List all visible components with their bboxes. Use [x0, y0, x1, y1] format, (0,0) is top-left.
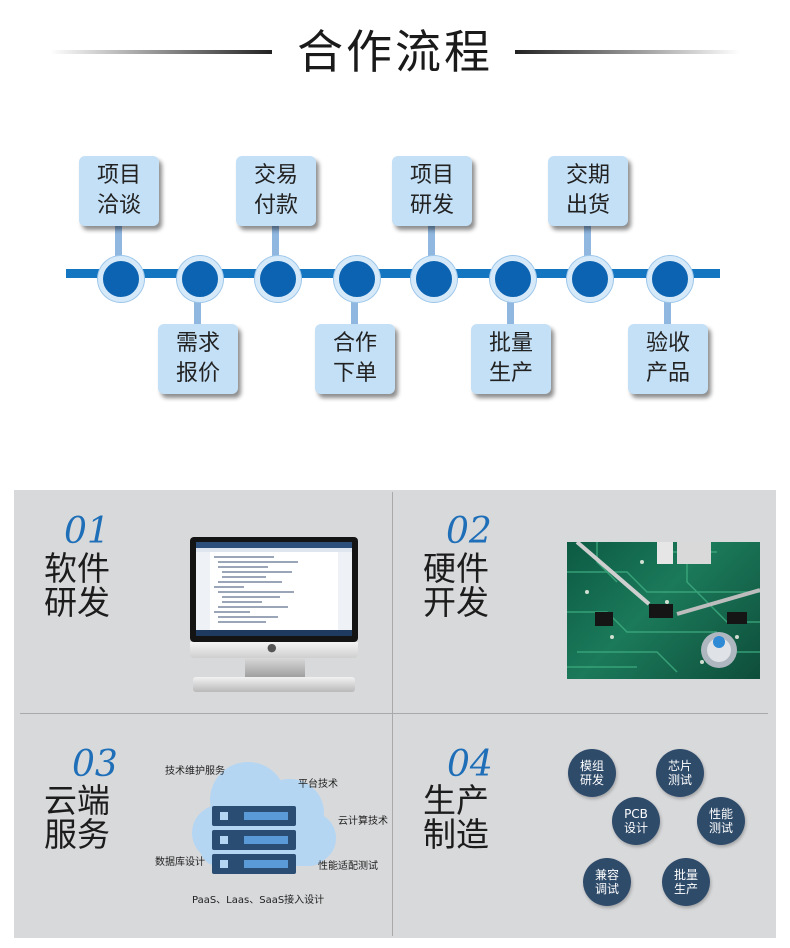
timeline-stem — [507, 290, 514, 328]
section-title-line1: 生产 — [423, 781, 489, 820]
timeline-node — [411, 256, 457, 302]
step-label-line2: 洽谈 — [96, 193, 141, 218]
step-label-line2: 下单 — [332, 361, 377, 386]
timeline-bar — [66, 269, 720, 278]
step-label-line1: 项目 — [409, 163, 454, 188]
cloud-label: 技术维护服务 — [165, 766, 225, 777]
monitor-stand — [245, 658, 305, 678]
bubble-line2: 设计 — [623, 821, 648, 835]
section-number: 03 — [72, 744, 118, 785]
circuit-board-photo — [567, 542, 760, 679]
step-label-line1: 验收 — [645, 331, 690, 356]
section-title-line1: 云端 — [44, 781, 110, 820]
page-title: 合作流程 — [297, 25, 493, 79]
section-title-software: 软件 研发 — [44, 552, 124, 620]
cloud-server-icon — [192, 762, 336, 874]
step-label-line1: 批量 — [488, 331, 533, 356]
section-number: 04 — [447, 744, 493, 785]
timeline-stem — [351, 290, 358, 328]
step-label-line2: 付款 — [253, 193, 298, 218]
bubble-line1: 性能 — [708, 807, 733, 821]
cloud-label: PaaS、Laas、SaaS接入设计 — [192, 895, 325, 906]
section-title-hardware: 硬件 开发 — [423, 552, 503, 620]
step-payment: 交易 付款 — [236, 156, 316, 226]
bubble-performance-test: 性能 测试 — [697, 797, 745, 845]
monitor-base — [193, 677, 355, 692]
cloud-label: 云计算技术 — [338, 816, 388, 827]
monitor-chin — [190, 642, 358, 658]
step-quote: 需求 报价 — [158, 324, 238, 394]
panel-divider-vertical — [392, 492, 393, 936]
step-acceptance: 验收 产品 — [628, 324, 708, 394]
bubble-line2: 生产 — [673, 882, 698, 896]
timeline-node — [177, 256, 223, 302]
bubble-line1: 兼容 — [594, 868, 619, 882]
step-order: 合作 下单 — [315, 324, 395, 394]
timeline-stem — [428, 224, 435, 260]
title-divider-right — [515, 50, 740, 54]
panel-divider-horizontal — [20, 713, 768, 714]
timeline-node — [490, 256, 536, 302]
bubble-line1: 模组 — [579, 759, 604, 773]
bubble-mass-production: 批量 生产 — [662, 858, 710, 906]
bubble-module-rd: 模组 研发 — [568, 749, 616, 797]
timeline-node — [567, 256, 613, 302]
section-title-manufacturing: 生产 制造 — [423, 784, 503, 852]
step-label-line2: 生产 — [488, 361, 533, 386]
timeline-node — [255, 256, 301, 302]
bubble-line1: PCB — [624, 807, 648, 821]
bubble-pcb-design: PCB 设计 — [612, 797, 660, 845]
section-title-line2: 研发 — [44, 583, 110, 622]
timeline-stem — [194, 290, 201, 328]
section-title-line2: 制造 — [423, 815, 489, 854]
bubble-line2: 测试 — [667, 773, 692, 787]
step-project-negotiation: 项目 洽谈 — [79, 156, 159, 226]
bubble-line1: 批量 — [673, 868, 698, 882]
title-divider-left — [50, 50, 272, 54]
timeline-stem — [664, 290, 671, 328]
section-title-line1: 软件 — [44, 549, 110, 588]
timeline-stem — [115, 224, 122, 260]
step-label-line1: 项目 — [96, 163, 141, 188]
step-label-line1: 交期 — [565, 163, 610, 188]
step-delivery: 交期 出货 — [548, 156, 628, 226]
timeline-node — [647, 256, 693, 302]
section-number: 01 — [64, 511, 110, 552]
cloud-label: 平台技术 — [298, 779, 338, 790]
step-label-line2: 报价 — [175, 361, 220, 386]
step-label-line2: 研发 — [409, 193, 454, 218]
monitor-screen — [196, 542, 352, 636]
section-title-line2: 服务 — [44, 815, 110, 854]
section-number: 02 — [446, 511, 492, 552]
step-label-line1: 需求 — [175, 331, 220, 356]
circuit-board-graphic — [567, 542, 760, 673]
bubble-compat-debug: 兼容 调试 — [583, 858, 631, 906]
timeline-stem — [272, 224, 279, 260]
bubble-line2: 调试 — [594, 882, 619, 896]
section-title-cloud: 云端 服务 — [44, 784, 124, 852]
step-development: 项目 研发 — [392, 156, 472, 226]
step-mass-production: 批量 生产 — [471, 324, 551, 394]
cloud-label: 数据库设计 — [155, 857, 205, 868]
code-editor-graphic — [196, 542, 352, 636]
bubble-line1: 芯片 — [667, 759, 692, 773]
step-label-line2: 出货 — [565, 193, 610, 218]
timeline-stem — [584, 224, 591, 260]
section-title-line2: 开发 — [423, 583, 489, 622]
step-label-line1: 合作 — [332, 331, 377, 356]
timeline-node — [334, 256, 380, 302]
bubble-line2: 研发 — [579, 773, 604, 787]
bubble-line2: 测试 — [708, 821, 733, 835]
bubble-chip-test: 芯片 测试 — [656, 749, 704, 797]
cloud-label: 性能适配测试 — [318, 861, 378, 872]
timeline-node — [98, 256, 144, 302]
step-label-line1: 交易 — [253, 163, 298, 188]
section-title-line1: 硬件 — [423, 549, 489, 588]
step-label-line2: 产品 — [645, 361, 690, 386]
apple-logo-icon: ● — [267, 641, 277, 654]
